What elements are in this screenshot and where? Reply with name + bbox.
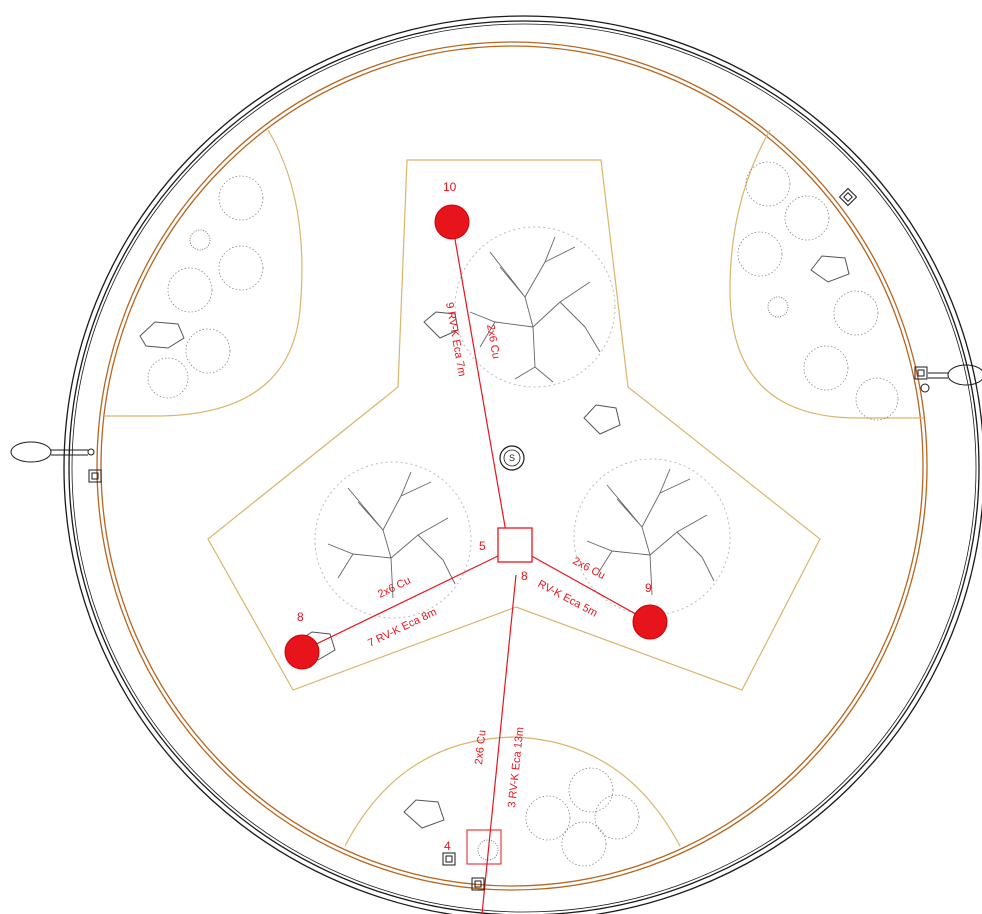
planting-bed-south	[344, 736, 681, 847]
svg-text:9 RV-K Eca 7m: 9 RV-K Eca 7m	[443, 301, 468, 377]
center-marker: S	[499, 445, 525, 471]
junction-box-icon	[497, 527, 533, 563]
svg-text:2x6 Cu: 2x6 Cu	[473, 729, 489, 765]
svg-text:8: 8	[297, 610, 304, 624]
shrub-group-northwest	[147, 175, 264, 399]
light-point-10: 10	[434, 180, 470, 240]
shrub-group-northeast	[737, 161, 899, 421]
svg-text:2x6 Cu: 2x6 Cu	[376, 575, 413, 601]
tree-east	[573, 458, 731, 616]
tap-icon	[10, 364, 982, 463]
svg-text:9: 9	[645, 581, 652, 595]
point-4-label: 4	[444, 839, 451, 853]
svg-text:7 RV-K Eca 8m: 7 RV-K Eca 8m	[366, 606, 439, 650]
svg-text:S: S	[509, 453, 515, 463]
light-point-8: 8	[284, 610, 320, 670]
tree-west	[314, 461, 472, 619]
junction-label-right: 8	[521, 569, 528, 583]
central-paved-area	[207, 159, 821, 691]
planting-bed-northeast	[729, 129, 924, 419]
light-point-9: 9	[632, 581, 668, 640]
junction-label-left: 5	[479, 539, 486, 553]
site-boundary	[63, 15, 982, 914]
rock-icon	[139, 255, 850, 829]
svg-text:3 RV-K Eca 13m: 3 RV-K Eca 13m	[506, 726, 526, 808]
cable-network	[303, 221, 651, 914]
svg-text:RV-K Eca 5m: RV-K Eca 5m	[536, 578, 600, 619]
drain-icon	[88, 187, 928, 891]
inner-ring	[96, 41, 928, 891]
svg-text:2x6 Cu: 2x6 Cu	[484, 323, 502, 359]
cable-west-labels: 2x6 Cu 7 RV-K Eca 8m	[366, 575, 439, 650]
tree-north	[454, 226, 616, 388]
svg-text:2x6 Cu: 2x6 Cu	[571, 555, 607, 582]
junction-box-icon	[466, 829, 502, 865]
shrub-group-south	[525, 767, 640, 867]
svg-text:10: 10	[443, 180, 457, 194]
planting-bed-northwest	[104, 129, 303, 417]
